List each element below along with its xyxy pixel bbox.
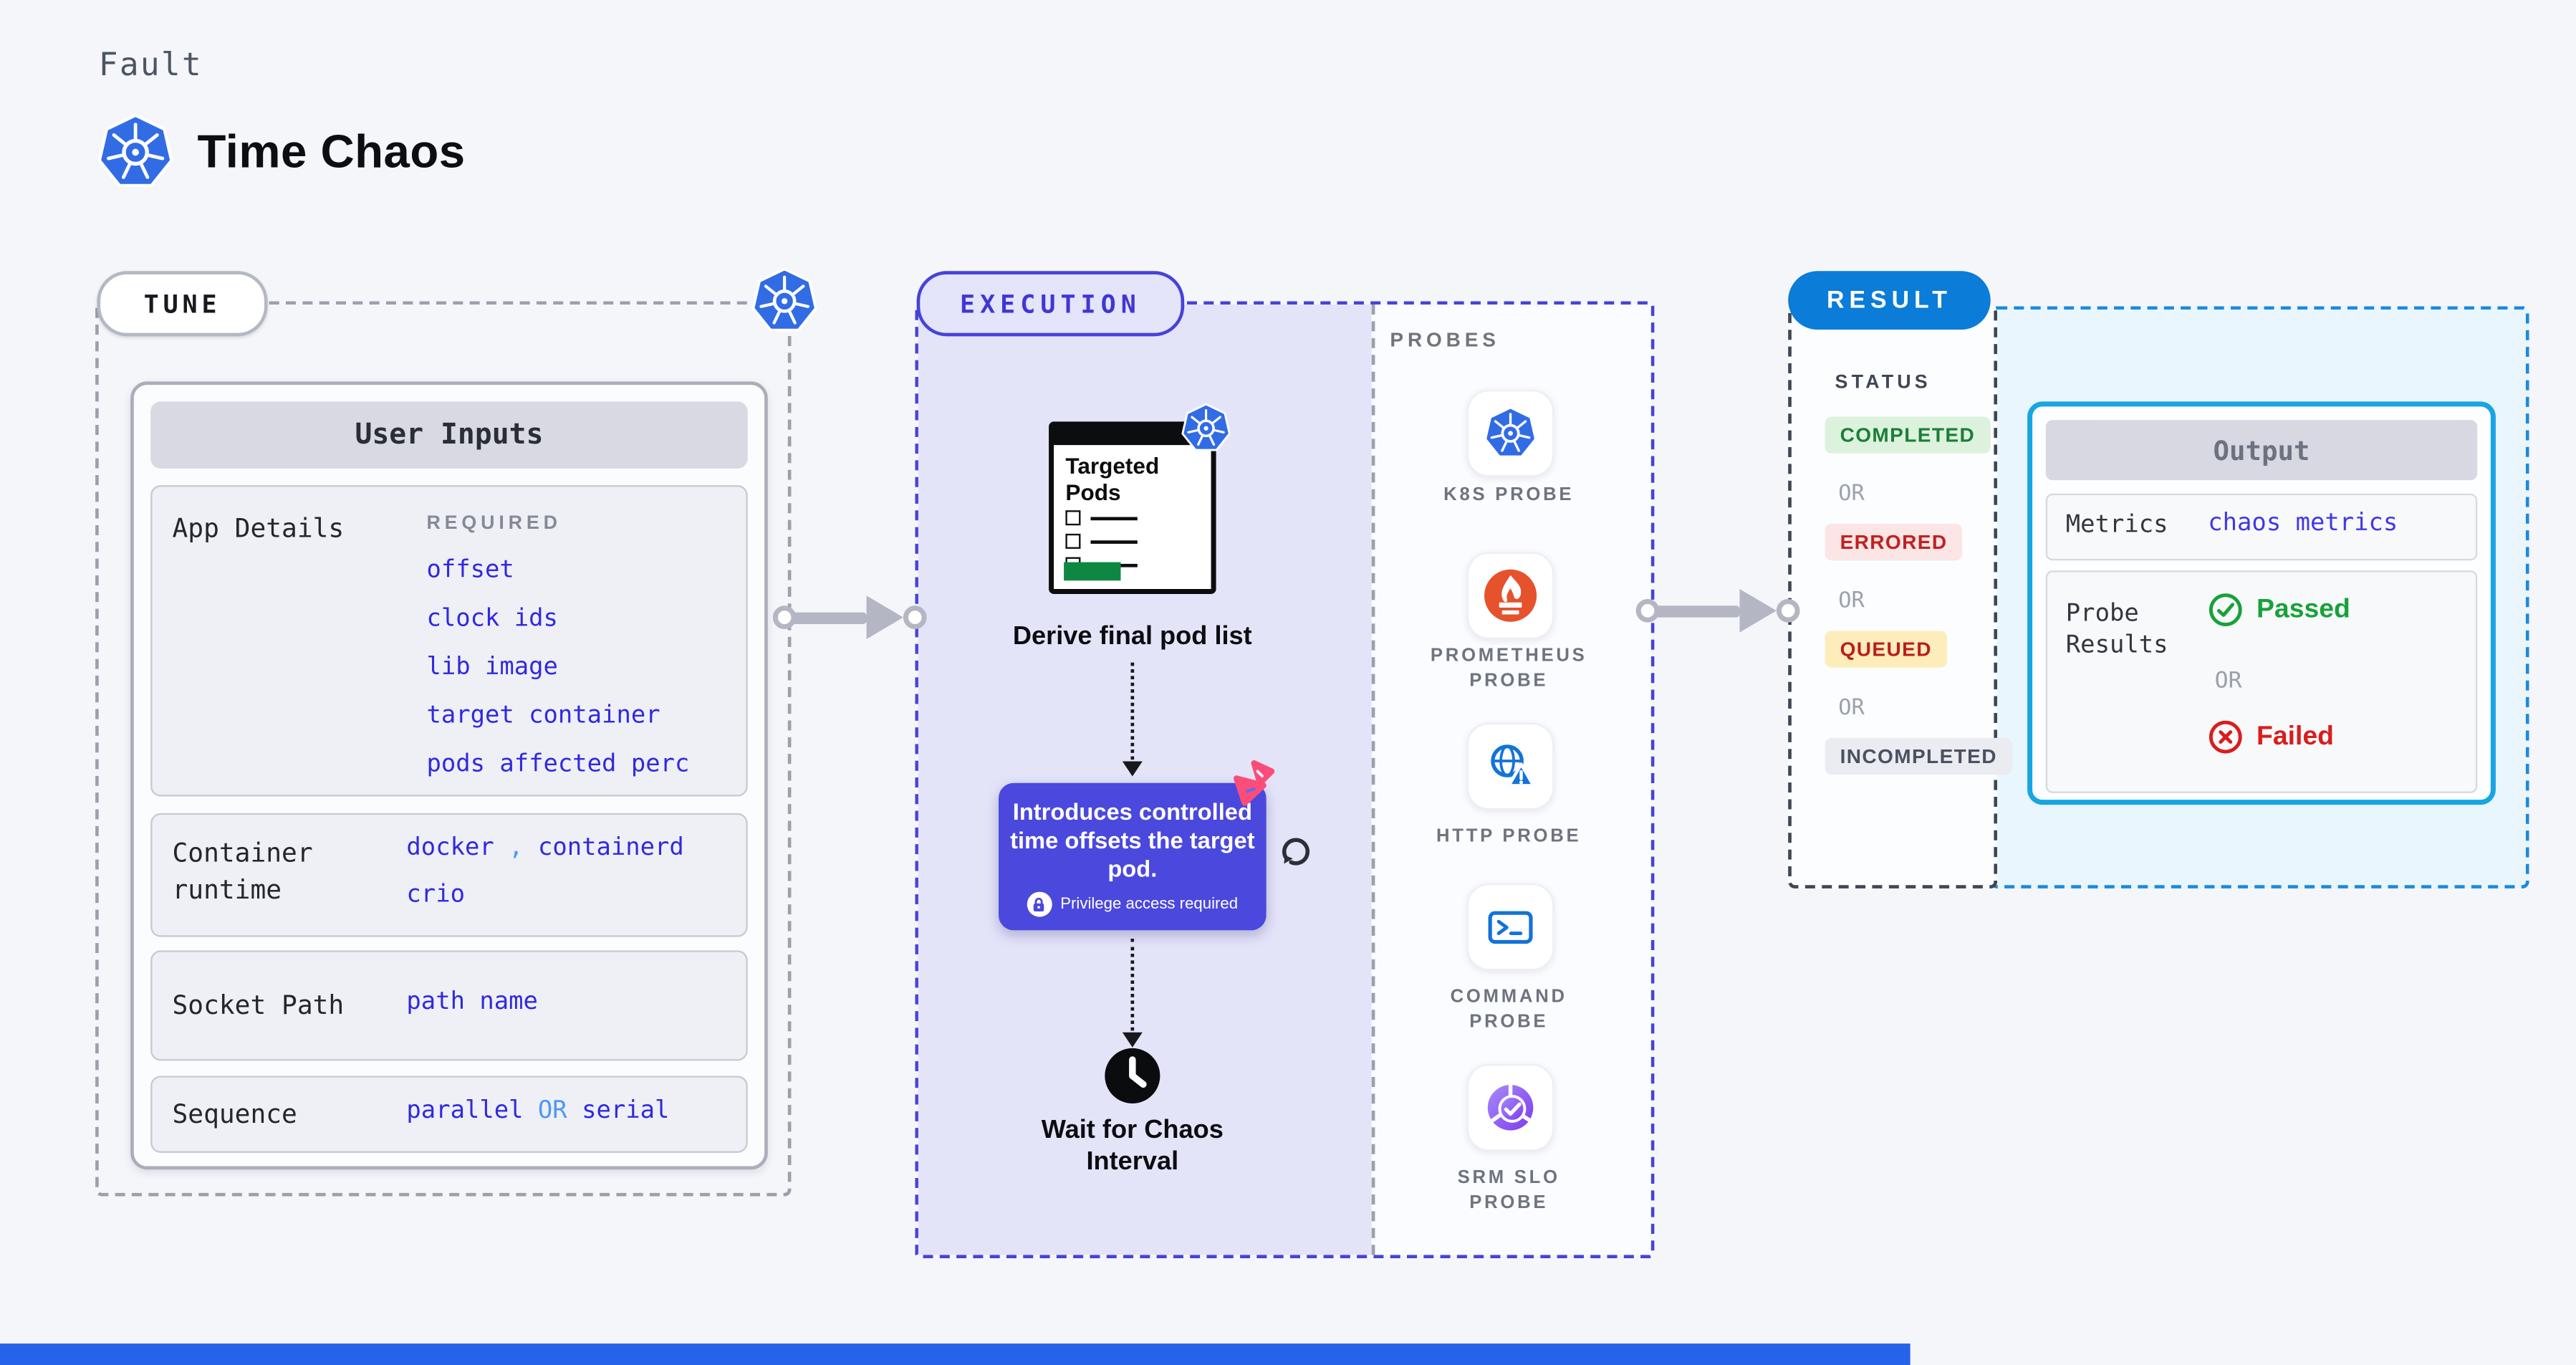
or-separator: OR (1838, 696, 1865, 722)
probe-label: SRM SLO PROBE (1457, 1167, 1560, 1213)
app-details-label: App Details (172, 513, 345, 544)
field-link-clock-ids[interactable]: clock ids (426, 605, 558, 633)
targeted-pods-clipboard: Targeted Pods (1049, 421, 1216, 594)
pod-list-item (1065, 510, 1138, 526)
wait-interval-caption: Wait for Chaos Interval (1041, 1116, 1224, 1177)
probe-label: PROMETHEUS PROBE (1430, 646, 1587, 691)
http-globe-warning-icon (1484, 739, 1537, 793)
sequence-label: Sequence (172, 1099, 297, 1130)
field-link-pods-affected-perc[interactable]: pods affected perc (426, 751, 690, 778)
metrics-row: Metrics chaos metrics (2045, 493, 2478, 561)
connector-dot (1635, 598, 1660, 623)
lock-icon (1027, 891, 1052, 917)
arrow-head (866, 595, 903, 639)
socket-path-value[interactable]: path name (406, 989, 538, 1016)
chaos-logo-icon (1229, 760, 1276, 806)
sequence-value[interactable]: parallel OR serial (406, 1097, 670, 1125)
fault-eyebrow: Fault (98, 47, 203, 84)
metrics-label: Metrics (2065, 512, 2168, 539)
probes-heading: PROBES (1390, 327, 1500, 352)
probe-results-row: Probe Results Passed OR Failed (2045, 570, 2478, 793)
probe-label: HTTP PROBE (1436, 826, 1582, 847)
targeted-pods-title: Targeted Pods (1065, 453, 1160, 506)
tooltip-text: Introduces controlled time offsets the t… (1010, 798, 1255, 882)
kubernetes-icon (1181, 403, 1231, 454)
check-circle-icon (2208, 593, 2243, 628)
derive-pod-list-caption: Derive final pod list (1012, 622, 1252, 651)
page-title-row: Time Chaos (97, 114, 465, 191)
or-separator: OR (1838, 588, 1865, 614)
prometheus-icon (1482, 567, 1539, 624)
progress-bar (1064, 562, 1121, 581)
command-probe-tile (1466, 883, 1554, 971)
status-badge-incompleted: INCOMPLETED (1825, 737, 2012, 775)
http-probe-tile (1466, 722, 1554, 810)
probe-results-label: Probe Results (2065, 600, 2168, 660)
pod-list-item (1065, 533, 1138, 549)
status-badge-completed: COMPLETED (1825, 416, 1991, 454)
probe-label: K8S PROBE (1443, 485, 1575, 506)
passed-status: Passed (2208, 593, 2350, 628)
execution-pill: EXECUTION (916, 271, 1185, 337)
arrow-tune-to-execution (789, 611, 867, 623)
flow-arrow-head (1122, 761, 1143, 777)
connector-dot (903, 605, 927, 629)
output-title: Output (2045, 420, 2478, 481)
required-tag: REQUIRED (426, 513, 562, 534)
status-panel: STATUS COMPLETED OR ERRORED OR QUEUED OR… (1788, 306, 2012, 889)
field-link-target-container[interactable]: target container (426, 702, 660, 730)
output-card: Output Metrics chaos metrics Probe Resul… (2027, 401, 2496, 805)
metrics-value[interactable]: chaos metrics (2208, 510, 2398, 537)
flow-dotted-line (1130, 938, 1135, 1031)
srm-slo-probe-tile (1466, 1064, 1554, 1151)
user-inputs-card: User Inputs App Details REQUIRED offset … (130, 381, 768, 1170)
k8s-probe-tile (1466, 390, 1554, 477)
clock-icon (1102, 1045, 1163, 1106)
page-title: Time Chaos (197, 125, 466, 178)
flow-arrow-head (1122, 1032, 1143, 1048)
status-badge-errored: ERRORED (1825, 523, 1963, 561)
runtime-values-line1[interactable]: docker , containerd (406, 835, 684, 862)
kubernetes-icon (97, 114, 173, 191)
fault-description-tooltip: Introduces controlled time offsets the t… (999, 782, 1267, 931)
sequence-row: Sequence parallel OR serial (150, 1076, 748, 1153)
arrow-execution-to-result (1653, 605, 1740, 617)
connector-dot (772, 605, 797, 629)
arrow-head (1739, 588, 1777, 633)
x-circle-icon (2208, 719, 2243, 755)
field-link-lib-image[interactable]: lib image (426, 654, 558, 681)
privilege-badge: Privilege access required (999, 891, 1267, 917)
probe-label: COMMAND PROBE (1450, 987, 1567, 1033)
or-separator: OR (1838, 482, 1865, 507)
connector-dot (1776, 598, 1800, 623)
field-link-offset[interactable]: offset (426, 557, 514, 584)
user-inputs-title: User Inputs (150, 401, 748, 469)
slo-donut-check-icon (1482, 1079, 1539, 1136)
tune-pill: TUNE (97, 271, 268, 337)
container-runtime-label: Container runtime (172, 838, 313, 906)
status-heading: STATUS (1835, 373, 1931, 393)
runtime-values-line2[interactable]: crio (406, 881, 465, 909)
tune-section-box (95, 301, 792, 1197)
app-details-row: App Details REQUIRED offset clock ids li… (150, 485, 748, 797)
privilege-badge-text: Privilege access required (1060, 895, 1239, 914)
failed-status: Failed (2208, 719, 2334, 755)
or-separator: OR (2214, 667, 2242, 695)
prometheus-probe-tile (1466, 552, 1554, 639)
socket-path-label: Socket Path (172, 990, 345, 1021)
kubernetes-icon (1484, 406, 1537, 460)
terminal-icon (1484, 900, 1537, 954)
container-runtime-row: Container runtime docker , containerd cr… (150, 813, 748, 937)
socket-path-row: Socket Path path name (150, 950, 748, 1061)
status-badge-queued: QUEUED (1825, 631, 1947, 668)
flow-dotted-line (1130, 662, 1135, 760)
refresh-icon (1277, 832, 1313, 868)
result-pill: RESULT (1788, 271, 1991, 330)
kubernetes-icon (751, 268, 817, 335)
result-output-box: Output Metrics chaos metrics Probe Resul… (1990, 306, 2529, 889)
bottom-blue-bar (0, 1344, 1911, 1365)
